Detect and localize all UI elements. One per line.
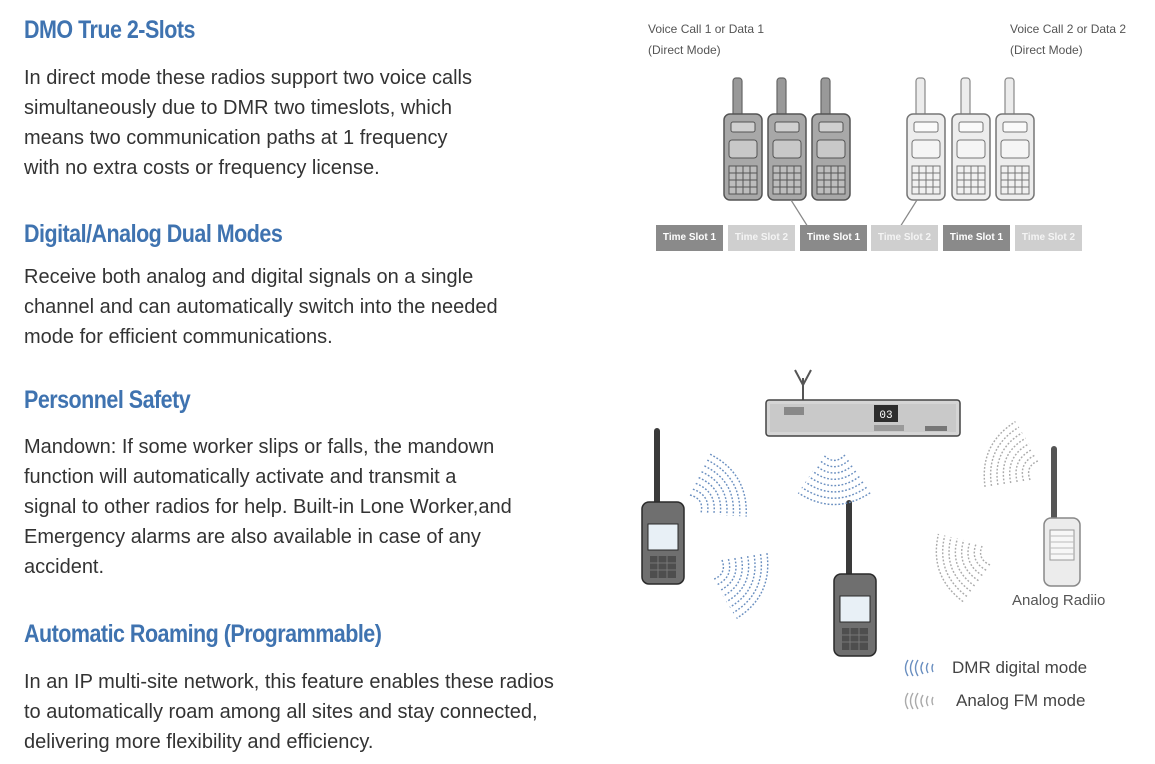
time-slot-1-a: Time Slot 1 [656,225,723,251]
paragraph-automatic-roaming: In an IP multi-site network, this featur… [24,671,554,753]
time-slot-2-c: Time Slot 2 [1015,225,1082,251]
analog-radio [1043,446,1081,587]
heading-dual-modes: Digital/Analog Dual Modes [24,220,283,248]
fm-wave-icon [904,692,934,710]
paragraph-personnel-safety: Mandown: If some worker slips or falls, … [24,436,512,578]
time-slot-1-b: Time Slot 1 [800,225,867,251]
repeater-unit: 03 [765,369,961,437]
connector-line-call-2 [899,199,918,228]
legend-dmr: DMR digital mode [904,658,1087,678]
time-slot-1-c: Time Slot 1 [943,225,1010,251]
analog-radio-label: Analog Radiio [1012,592,1106,609]
legend-dmr-label: DMR digital mode [952,658,1088,677]
heading-personnel-safety: Personnel Safety [24,386,191,414]
caption-voice-call-1: Voice Call 1 or Data 1 (Direct Mode) [648,22,765,57]
heading-dmo-2-slots: DMO True 2-Slots [24,16,195,44]
fm-wave-icon-right [973,415,1051,504]
radio-group-call-2 [906,77,1035,201]
paragraph-dmo-2-slots: In direct mode these radios support two … [24,67,472,179]
dmr-wave-icon [904,659,934,677]
heading-automatic-roaming: Automatic Roaming (Programmable) [24,620,382,648]
dmr-radio-center [833,499,877,657]
radio-group-call-1 [723,77,851,201]
time-slot-2-a: Time Slot 2 [728,225,795,251]
fm-wave-icon-lower-right [926,520,1000,607]
legend-fm-label: Analog FM mode [956,691,1086,710]
connector-line-call-1 [790,199,809,228]
dmr-radio-left [641,427,685,585]
dmr-wave-icon-center [797,454,871,506]
caption-voice-call-2: Voice Call 2 or Data 2 (Direct Mode) [1010,22,1127,57]
time-slot-2-b: Time Slot 2 [871,225,938,251]
paragraph-dual-modes: Receive both analog and digital signals … [24,266,498,348]
dmr-wave-icon-left [676,447,757,537]
dmr-wave-icon-lower-left [701,536,779,625]
legend-fm: Analog FM mode [904,691,1085,711]
repeater-display: 03 [879,410,892,422]
